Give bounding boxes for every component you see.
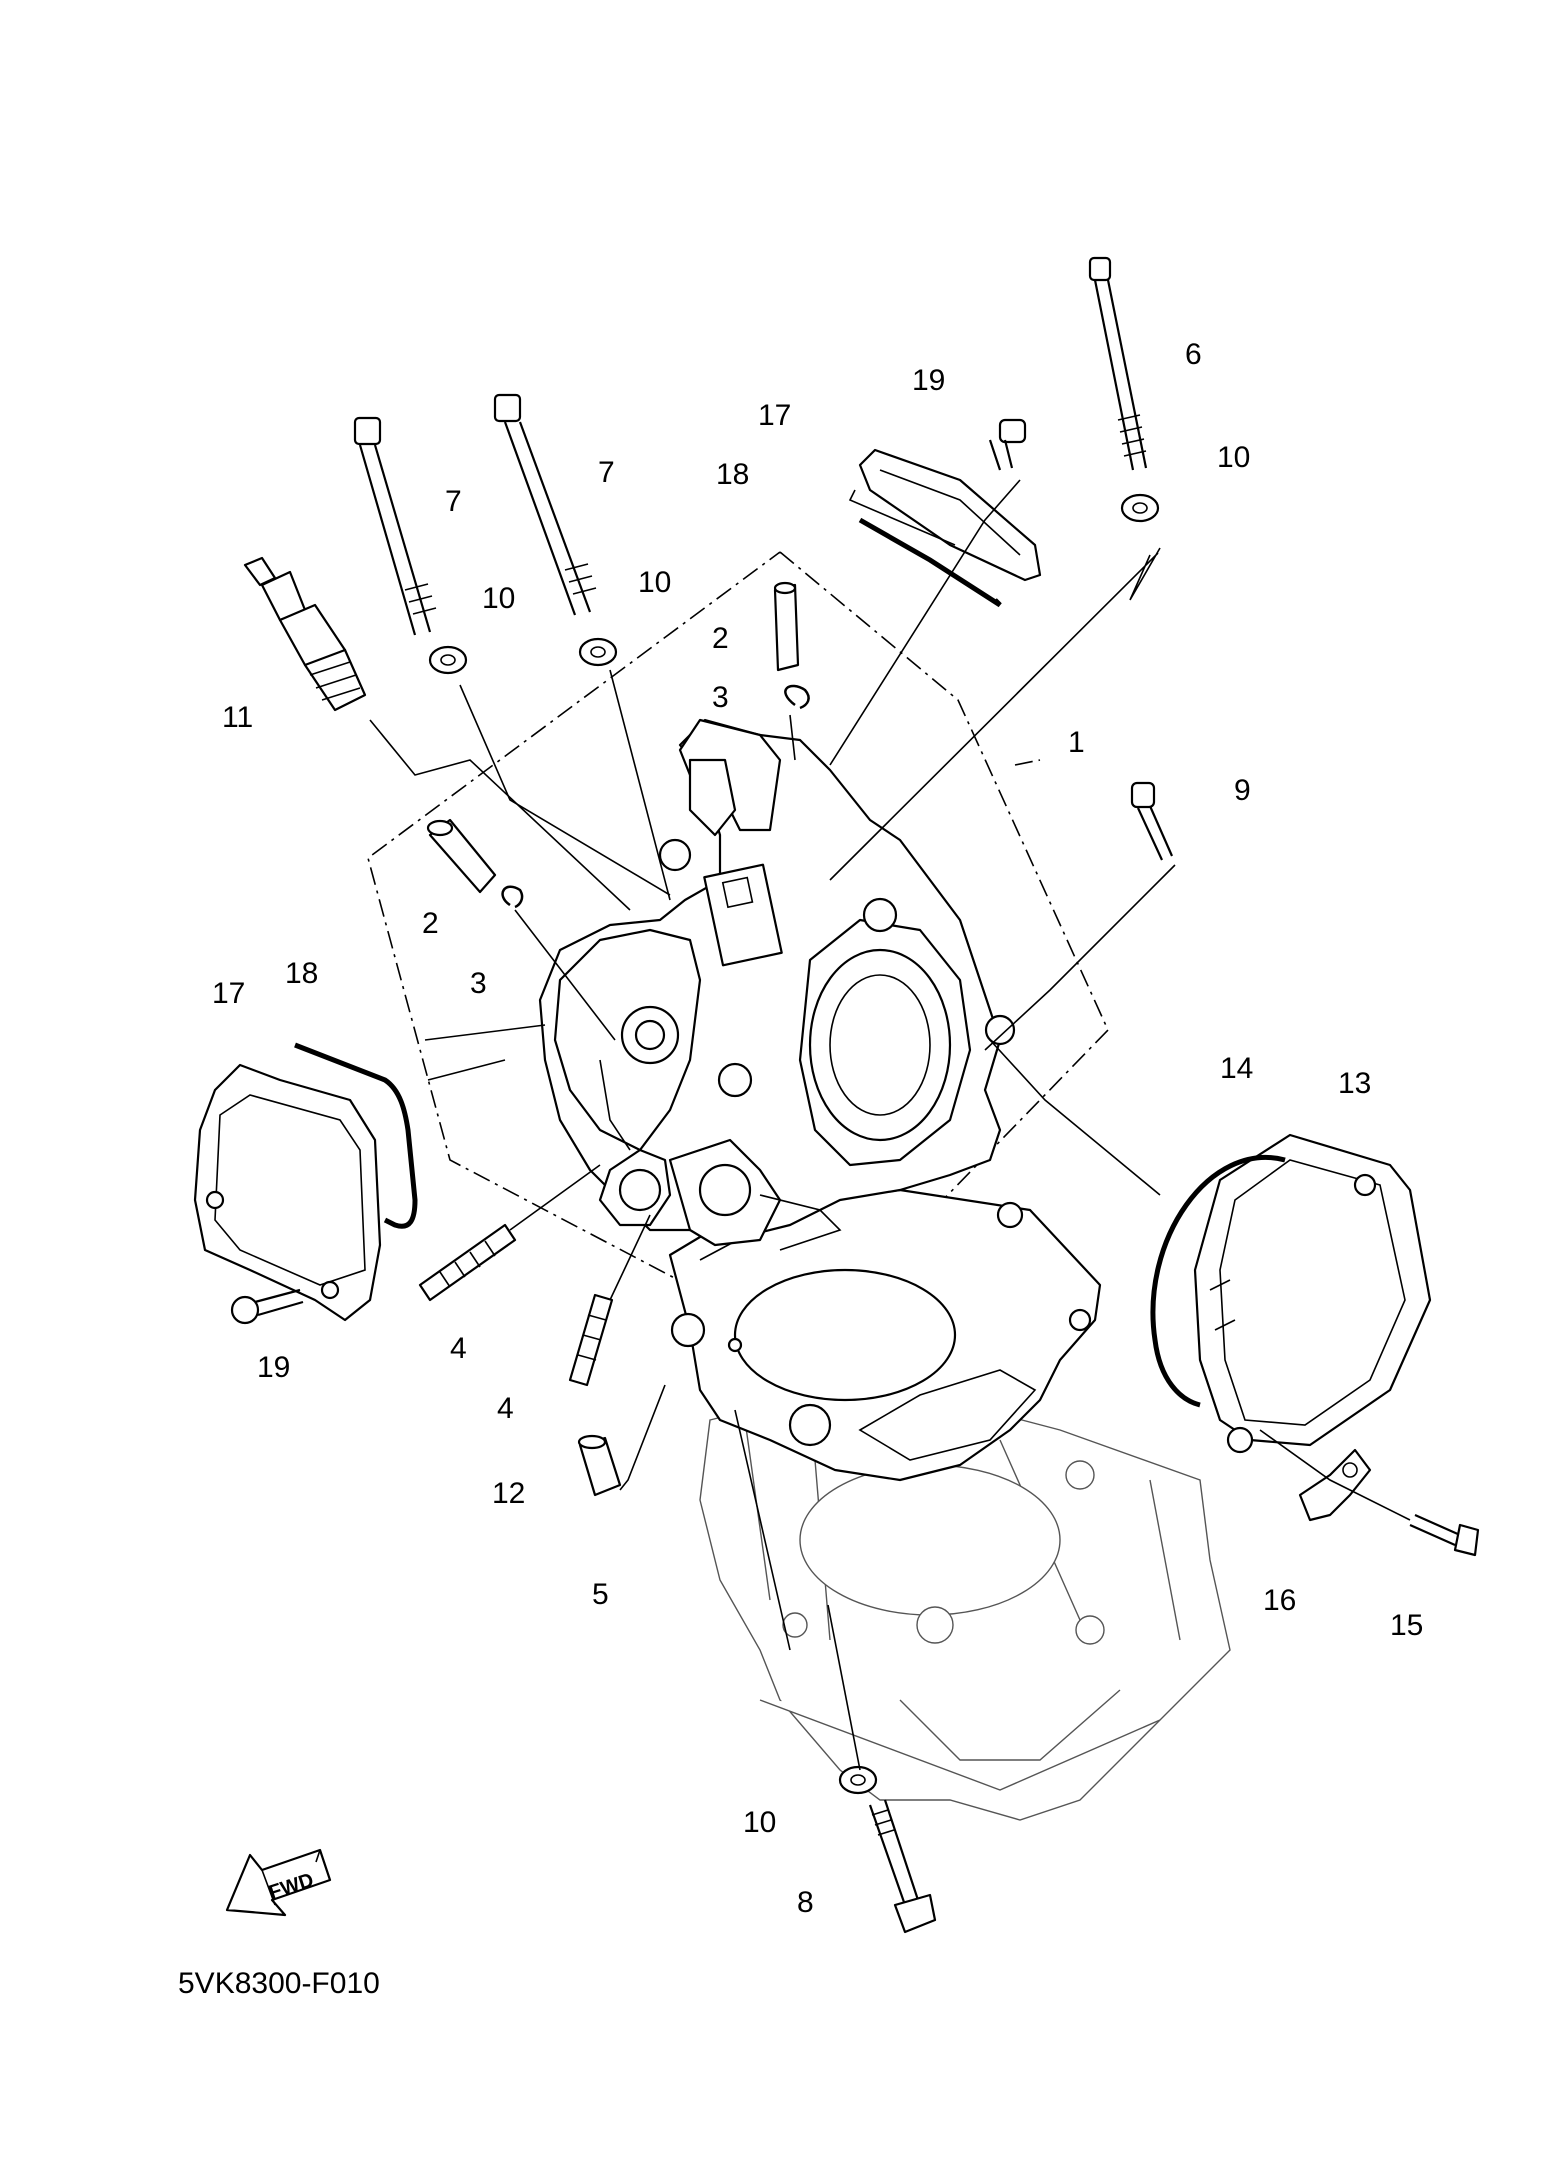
washer-10-c (1120, 493, 1160, 523)
gasket-top (858, 517, 1002, 608)
callout-10-a: 10 (482, 582, 515, 615)
clip-3-left (501, 885, 524, 909)
cylinder-block (699, 1379, 1231, 1821)
fwd-arrow-icon: FWD (225, 1848, 332, 1917)
callout-18-left: 18 (285, 957, 318, 990)
clamp-16 (1298, 1448, 1372, 1522)
stud-4-lower (568, 1293, 614, 1387)
callout-5: 5 (592, 1578, 609, 1611)
o-ring-right (1150, 1155, 1286, 1408)
callout-9: 9 (1234, 774, 1251, 807)
callout-11: 11 (222, 701, 253, 734)
callout-10-b: 10 (638, 566, 671, 599)
callout-7-right: 7 (598, 456, 615, 489)
callout-6: 6 (1185, 338, 1202, 371)
gasket-left (294, 1042, 418, 1229)
callout-8: 8 (797, 1886, 814, 1919)
bolt-8 (868, 1799, 937, 1934)
callout-4-upper: 4 (450, 1332, 467, 1365)
stud-4-upper (418, 1223, 517, 1302)
washer-10-d (838, 1765, 878, 1795)
callout-labels: 1 2 2 3 3 4 4 5 6 7 7 8 9 10 10 10 10 10… (212, 338, 1423, 1919)
washer-10-b (578, 637, 618, 667)
callout-13: 13 (1338, 1067, 1371, 1100)
callout-14: 14 (1220, 1052, 1253, 1085)
bolt-19-left (230, 1288, 304, 1325)
callout-1: 1 (1068, 726, 1085, 759)
callout-15: 15 (1390, 1609, 1423, 1642)
callout-16: 16 (1263, 1584, 1296, 1617)
bolt-9 (1130, 781, 1174, 861)
callout-2-top: 2 (712, 622, 729, 655)
spark-plug-11 (243, 556, 367, 712)
bolt-7-right (493, 393, 597, 616)
callout-18-top: 18 (716, 458, 749, 491)
leader-lines (369, 479, 1411, 1771)
valve-cover-left (193, 1063, 382, 1322)
callout-17-top: 17 (758, 399, 791, 432)
cylinder-head-gasket (668, 1188, 1102, 1482)
bolt-15 (1409, 1513, 1480, 1557)
bolt-7-left (353, 416, 437, 636)
callout-10-c: 10 (1217, 441, 1250, 474)
dowel-2-left (426, 818, 497, 894)
callout-3-top: 3 (712, 681, 729, 714)
clip-3-top (784, 684, 810, 710)
callout-3-left: 3 (470, 967, 487, 1000)
callout-19-left: 19 (257, 1351, 290, 1384)
callout-17-left: 17 (212, 977, 245, 1010)
cam-cover-top (858, 448, 1042, 582)
washer-10-a (428, 645, 468, 675)
dowel-2-top (773, 581, 800, 672)
bolt-6 (1088, 256, 1148, 471)
callout-10-d: 10 (743, 1806, 776, 1839)
callout-2-left: 2 (422, 907, 439, 940)
callout-7-left: 7 (445, 485, 462, 518)
dowel-pin-12 (577, 1434, 622, 1497)
bolt-19-top (988, 418, 1027, 471)
callout-4-lower: 4 (497, 1392, 514, 1425)
cylinder-head (538, 718, 1016, 1251)
part-code: 5VK8300-F010 (178, 1967, 380, 2000)
valve-cover-right (1193, 1133, 1432, 1454)
callout-19-top: 19 (912, 364, 945, 397)
callout-12: 12 (492, 1477, 525, 1510)
